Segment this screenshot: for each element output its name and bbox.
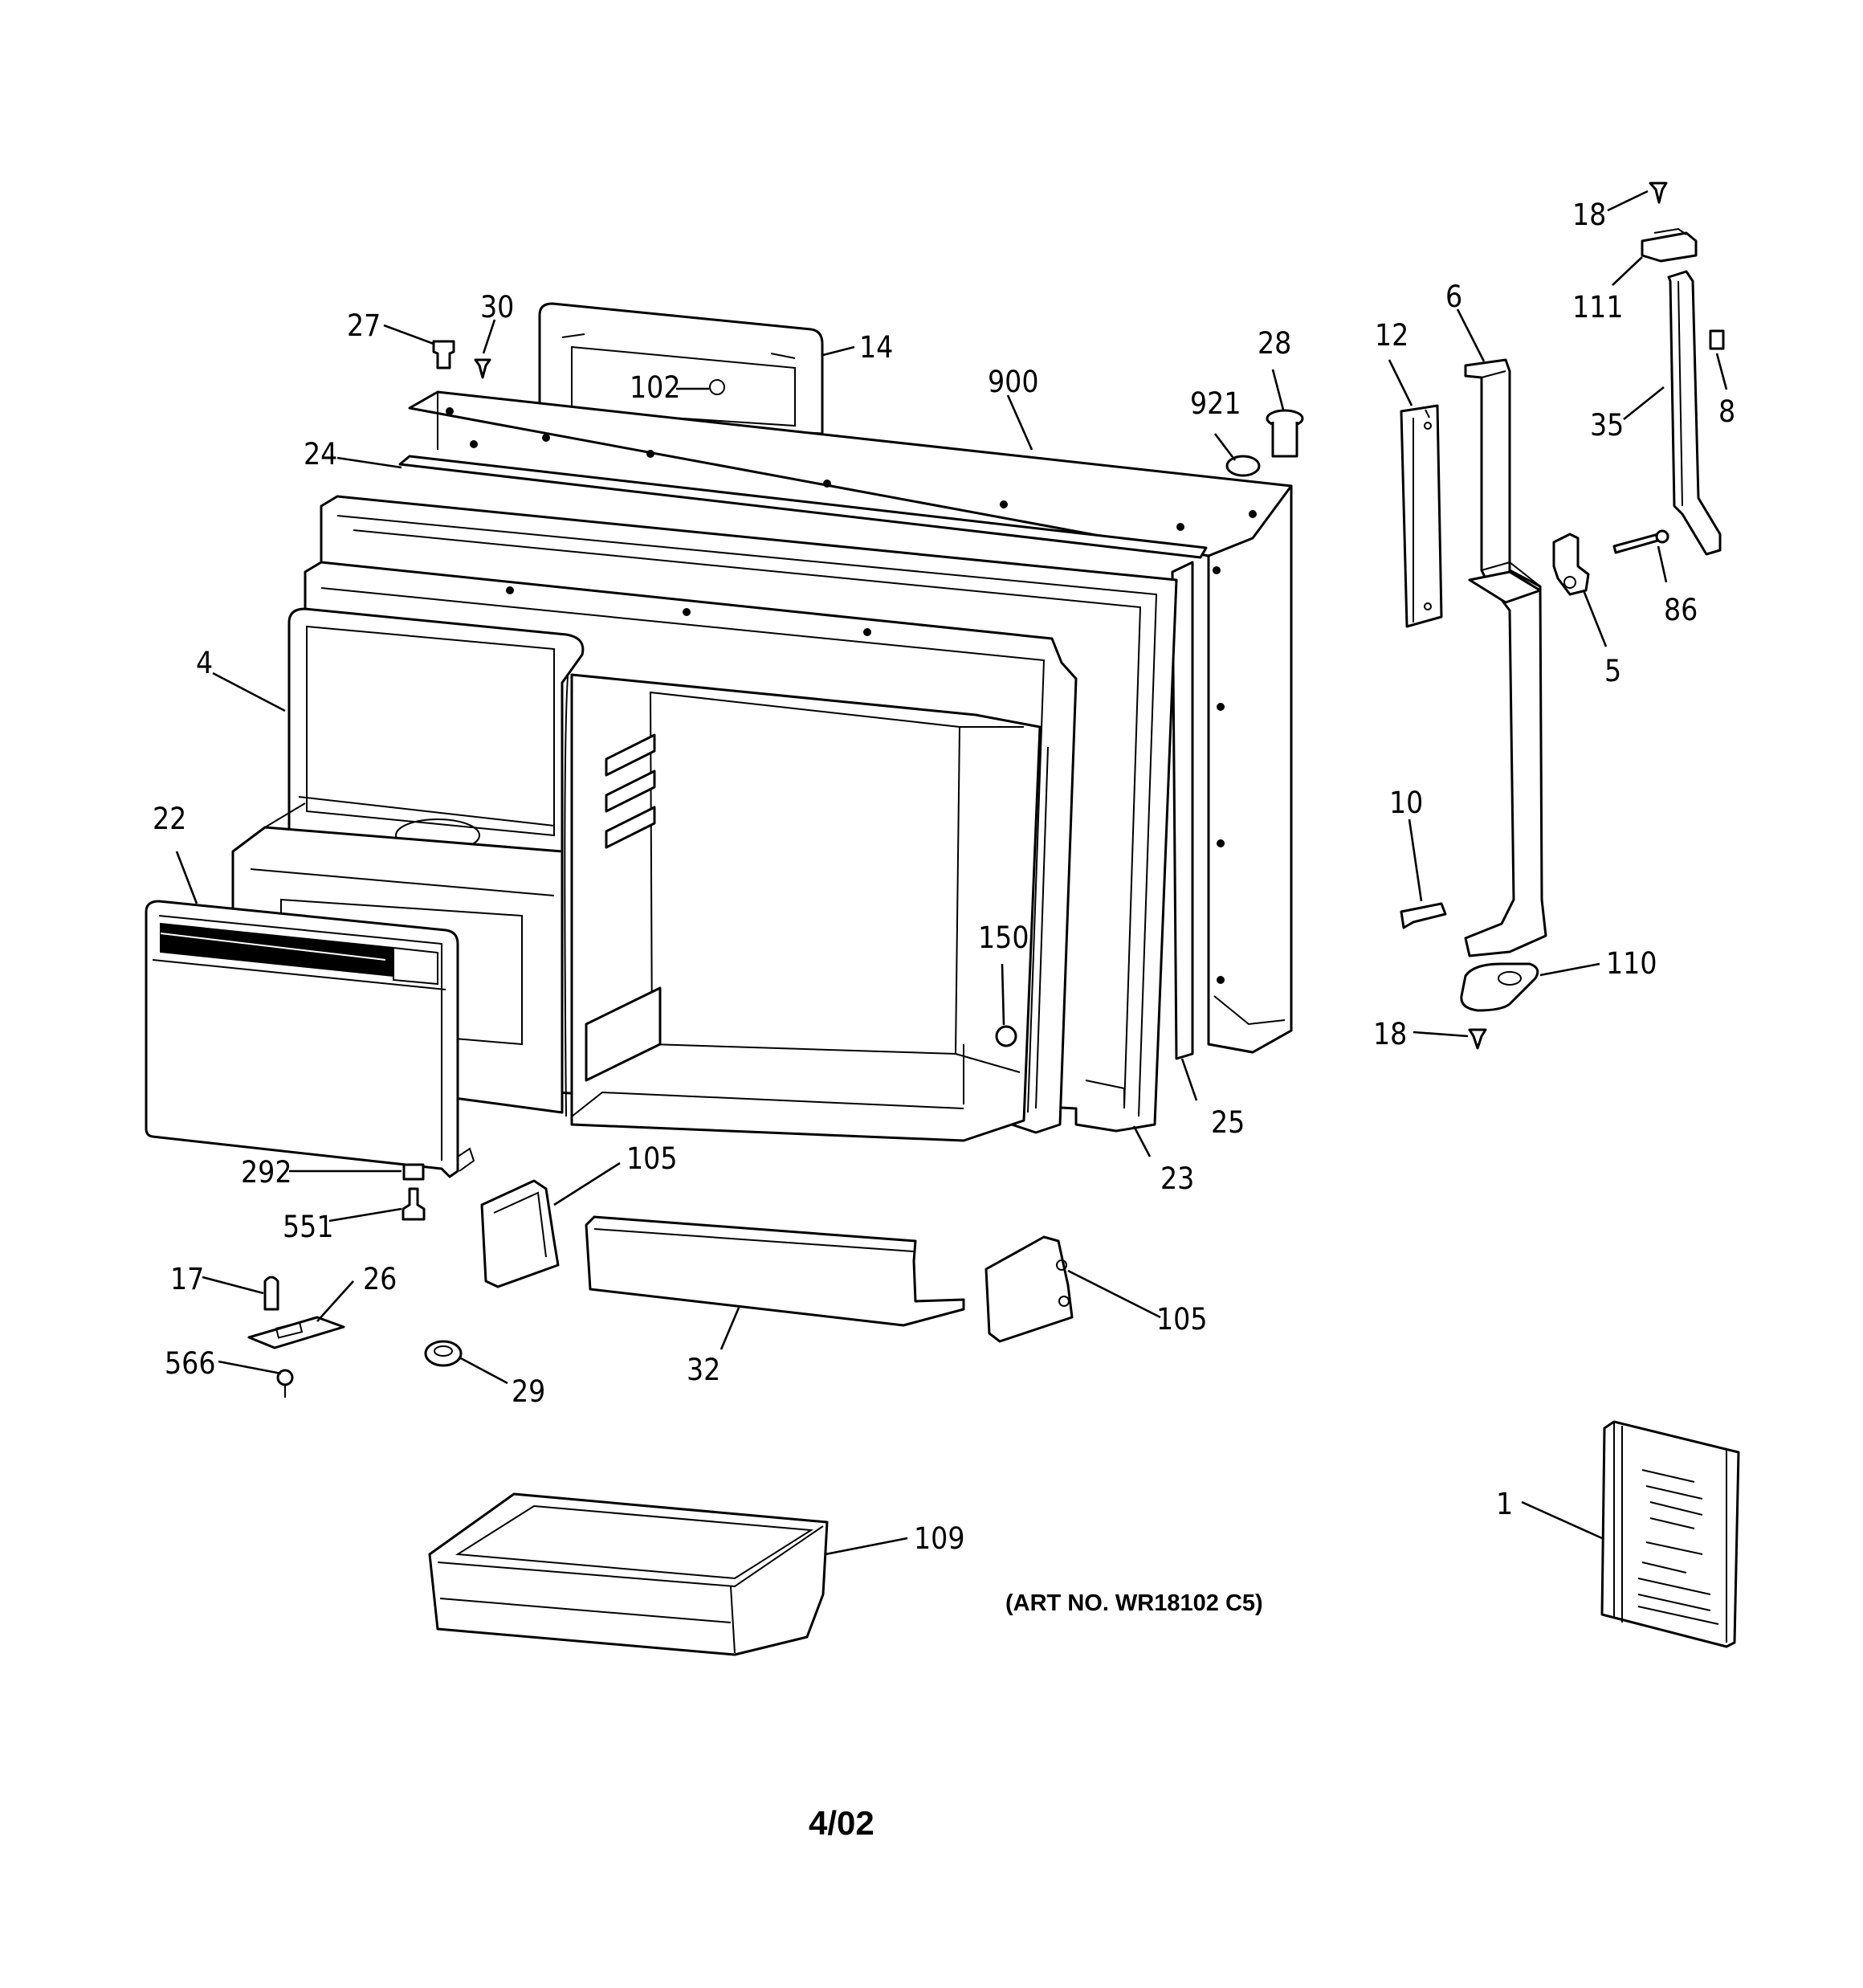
callout-23: 23 xyxy=(1160,1161,1194,1196)
part-292-screw xyxy=(402,1163,425,1181)
part-29-grommet xyxy=(424,1340,463,1367)
callout-110: 110 xyxy=(1606,946,1657,981)
callout-29: 29 xyxy=(512,1374,545,1409)
callout-566: 566 xyxy=(165,1346,216,1381)
callout-4: 4 xyxy=(196,646,213,680)
callout-10: 10 xyxy=(1389,786,1423,820)
callout-32: 32 xyxy=(687,1353,720,1387)
leader-lines xyxy=(175,190,1728,1556)
callout-102: 102 xyxy=(630,370,681,405)
callout-labels: 27 30 14 102 900 921 28 24 4 22 150 25 2… xyxy=(153,198,1735,1556)
callout-26: 26 xyxy=(363,1262,397,1296)
part-109-bin xyxy=(428,1492,829,1656)
callout-30: 30 xyxy=(480,290,514,325)
part-30-screw xyxy=(474,358,491,379)
callout-111: 111 xyxy=(1572,290,1624,325)
part-14-panel xyxy=(538,302,824,435)
callout-6: 6 xyxy=(1445,280,1462,314)
part-6-hinge-bracket xyxy=(1464,358,1547,957)
callout-105-left: 105 xyxy=(626,1141,678,1176)
part-105-right-bracket xyxy=(984,1235,1074,1343)
part-900-cabinet xyxy=(408,390,1293,1054)
part-28-grommet xyxy=(1266,409,1304,458)
callout-24: 24 xyxy=(304,437,337,471)
part-12-hinge-cover xyxy=(1400,404,1443,628)
callout-27: 27 xyxy=(347,308,381,343)
part-111-hinge-cap xyxy=(1641,227,1698,263)
part-921-plug xyxy=(1225,455,1261,477)
callout-8: 8 xyxy=(1718,394,1735,429)
art-number: (ART NO. WR18102 C5) xyxy=(1005,1590,1263,1616)
part-26-plate xyxy=(247,1316,345,1349)
callout-35: 35 xyxy=(1590,408,1624,443)
part-24-strip xyxy=(398,455,1208,559)
callout-921: 921 xyxy=(1190,386,1241,421)
callout-18-mid: 18 xyxy=(1373,1017,1407,1051)
callout-292: 292 xyxy=(241,1155,292,1190)
revision-date: 4/02 xyxy=(809,1804,874,1842)
callout-86: 86 xyxy=(1664,593,1698,627)
part-5-hinge-pin xyxy=(1552,533,1590,596)
part-110-hinge-plate xyxy=(1460,962,1539,1012)
part-17-plug xyxy=(263,1276,279,1311)
callout-900: 900 xyxy=(988,365,1039,399)
part-86-screw xyxy=(1612,529,1669,554)
callout-17: 17 xyxy=(170,1262,204,1296)
callout-150: 150 xyxy=(978,921,1029,955)
callout-25: 25 xyxy=(1211,1105,1245,1140)
part-105-left-bracket xyxy=(480,1179,560,1288)
part-32-shelf-rail xyxy=(585,1215,965,1327)
part-22-front-panel xyxy=(145,900,475,1178)
part-150-screw xyxy=(995,1025,1017,1047)
callout-1: 1 xyxy=(1496,1487,1513,1521)
part-1-manual xyxy=(1600,1420,1740,1648)
callout-28: 28 xyxy=(1258,326,1291,361)
callout-18-top: 18 xyxy=(1572,198,1606,232)
callout-14: 14 xyxy=(859,330,893,365)
callout-551: 551 xyxy=(283,1210,334,1244)
callout-22: 22 xyxy=(153,802,186,836)
callout-12: 12 xyxy=(1375,318,1408,353)
part-566-screw xyxy=(276,1369,294,1398)
part-35-handle xyxy=(1667,270,1722,556)
part-18-screw-top xyxy=(1649,182,1668,204)
callout-5: 5 xyxy=(1604,654,1621,688)
part-18-screw-mid xyxy=(1468,1028,1487,1050)
part-27-plug xyxy=(432,340,455,369)
callout-109: 109 xyxy=(914,1521,965,1556)
callout-105-right: 105 xyxy=(1156,1302,1208,1337)
part-10-bracket xyxy=(1400,902,1447,929)
part-551-screw xyxy=(402,1187,426,1221)
part-8-tag xyxy=(1709,329,1725,350)
part-25-side-strip xyxy=(1171,561,1194,1060)
